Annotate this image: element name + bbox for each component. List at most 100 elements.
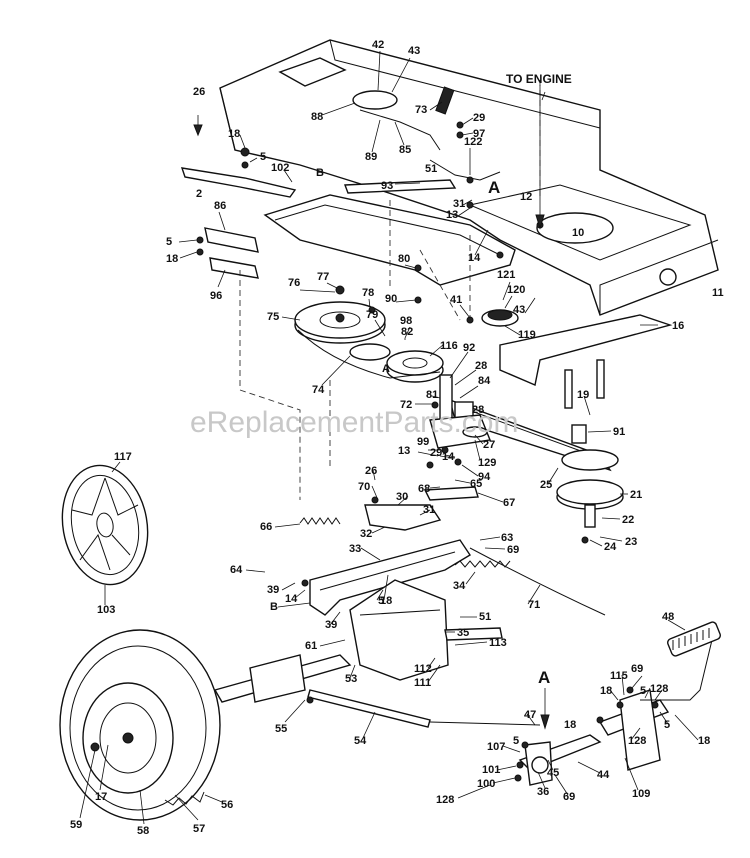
callout-28: 28 [475,360,487,372]
callout-116: 116 [440,340,458,352]
callout-26: 26 [193,86,205,98]
callout-33: 33 [349,543,361,555]
rod-54 [307,689,541,728]
pulley-21 [556,424,624,528]
callout-54: 54 [354,735,367,747]
callouts: 2 5 5 5 5 5 5 10 11 12 13 13 14 14 14 16… [70,39,724,837]
callout-85: 85 [399,144,411,156]
callout-35: 35 [457,627,469,639]
callout-5: 5 [378,595,384,607]
callout-102: 102 [271,162,289,174]
callout-89: 89 [365,151,377,163]
callout-72: 72 [400,399,412,411]
callout-81: 81 [426,389,438,401]
callout-51: 51 [425,163,437,175]
callout-43: 43 [408,45,420,57]
callout-84: 84 [478,375,491,387]
callout-67: 67 [503,497,515,509]
callout-12: 12 [520,191,532,203]
callout-97: 97 [473,128,485,140]
callout-99: 99 [417,436,429,448]
callout-70: 70 [358,481,370,493]
callout-73: 73 [415,104,427,116]
callout-78: 78 [362,287,374,299]
callout-26: 26 [365,465,377,477]
callout-31: 31 [453,198,465,210]
watermark-text: eReplacementParts.com [190,406,518,439]
callout-27: 27 [483,439,495,451]
callout-94: 94 [478,471,491,483]
section-mark-b-lower: B [270,601,278,613]
rod-93 [344,179,457,194]
main-pulleys [294,301,444,383]
hubcap-103 [61,464,149,586]
callout-113: 113 [489,637,507,649]
callout-29: 29 [430,447,442,459]
callout-100: 100 [477,778,495,790]
callout-39: 39 [325,619,337,631]
upper-pulley-assembly [352,86,501,181]
callout-36: 36 [537,786,549,798]
bracket-2 [180,167,297,279]
callout-103: 103 [97,604,115,616]
callout-43: 43 [513,304,525,316]
callout-93: 93 [381,180,393,192]
callout-24: 24 [604,541,617,553]
callout-18: 18 [380,595,392,607]
callout-86: 86 [214,200,226,212]
callout-29: 29 [473,112,485,124]
spring-66 [299,517,341,525]
cable-71 [469,547,606,616]
callout-82: 82 [401,326,413,338]
callout-88: 88 [311,111,323,123]
callout-91: 91 [613,426,625,438]
callout-90: 90 [385,293,397,305]
callout-13: 13 [398,445,410,457]
callout-96: 96 [210,290,222,302]
callout-77: 77 [317,271,329,283]
to-engine-label: TO ENGINE [506,72,572,86]
callout-32: 32 [360,528,372,540]
callout-69: 69 [563,791,575,803]
callout-47: 47 [524,709,536,721]
callout-2: 2 [196,188,202,200]
pedal-48 [667,621,721,657]
callout-111: 111 [414,677,431,689]
callout-14: 14 [468,252,481,264]
callout-55: 55 [275,723,287,735]
callout-19: 19 [577,389,589,401]
callout-17: 17 [95,791,107,803]
brake-linkage [518,634,721,786]
callout-5: 5 [664,719,670,731]
callout-10: 10 [572,227,584,239]
callout-14: 14 [285,593,298,605]
callout-56: 56 [221,799,233,811]
callout-71: 71 [528,599,540,611]
bracket-16 [499,314,673,409]
callout-64: 64 [230,564,243,576]
callout-45: 45 [547,767,559,779]
callout-115: 115 [610,670,628,682]
callout-63: 63 [501,532,513,544]
callout-120: 120 [507,284,525,296]
callout-76: 76 [288,277,300,289]
callout-61: 61 [305,640,317,652]
callout-42: 42 [372,39,384,51]
callout-75: 75 [267,311,279,323]
callout-16: 16 [672,320,684,332]
callout-128: 128 [650,683,668,695]
callout-98: 98 [400,315,412,327]
callout-18: 18 [600,685,612,697]
callout-44: 44 [597,769,610,781]
callout-5: 5 [260,151,266,163]
callout-58: 58 [137,825,149,837]
callout-121: 121 [497,269,515,281]
callout-69: 69 [631,663,643,675]
callout-59: 59 [70,819,82,831]
callout-13: 13 [446,209,458,221]
callout-79: 79 [366,309,378,321]
callout-51: 51 [479,611,491,623]
callout-68: 68 [418,483,430,495]
callout-65: 65 [470,478,482,490]
